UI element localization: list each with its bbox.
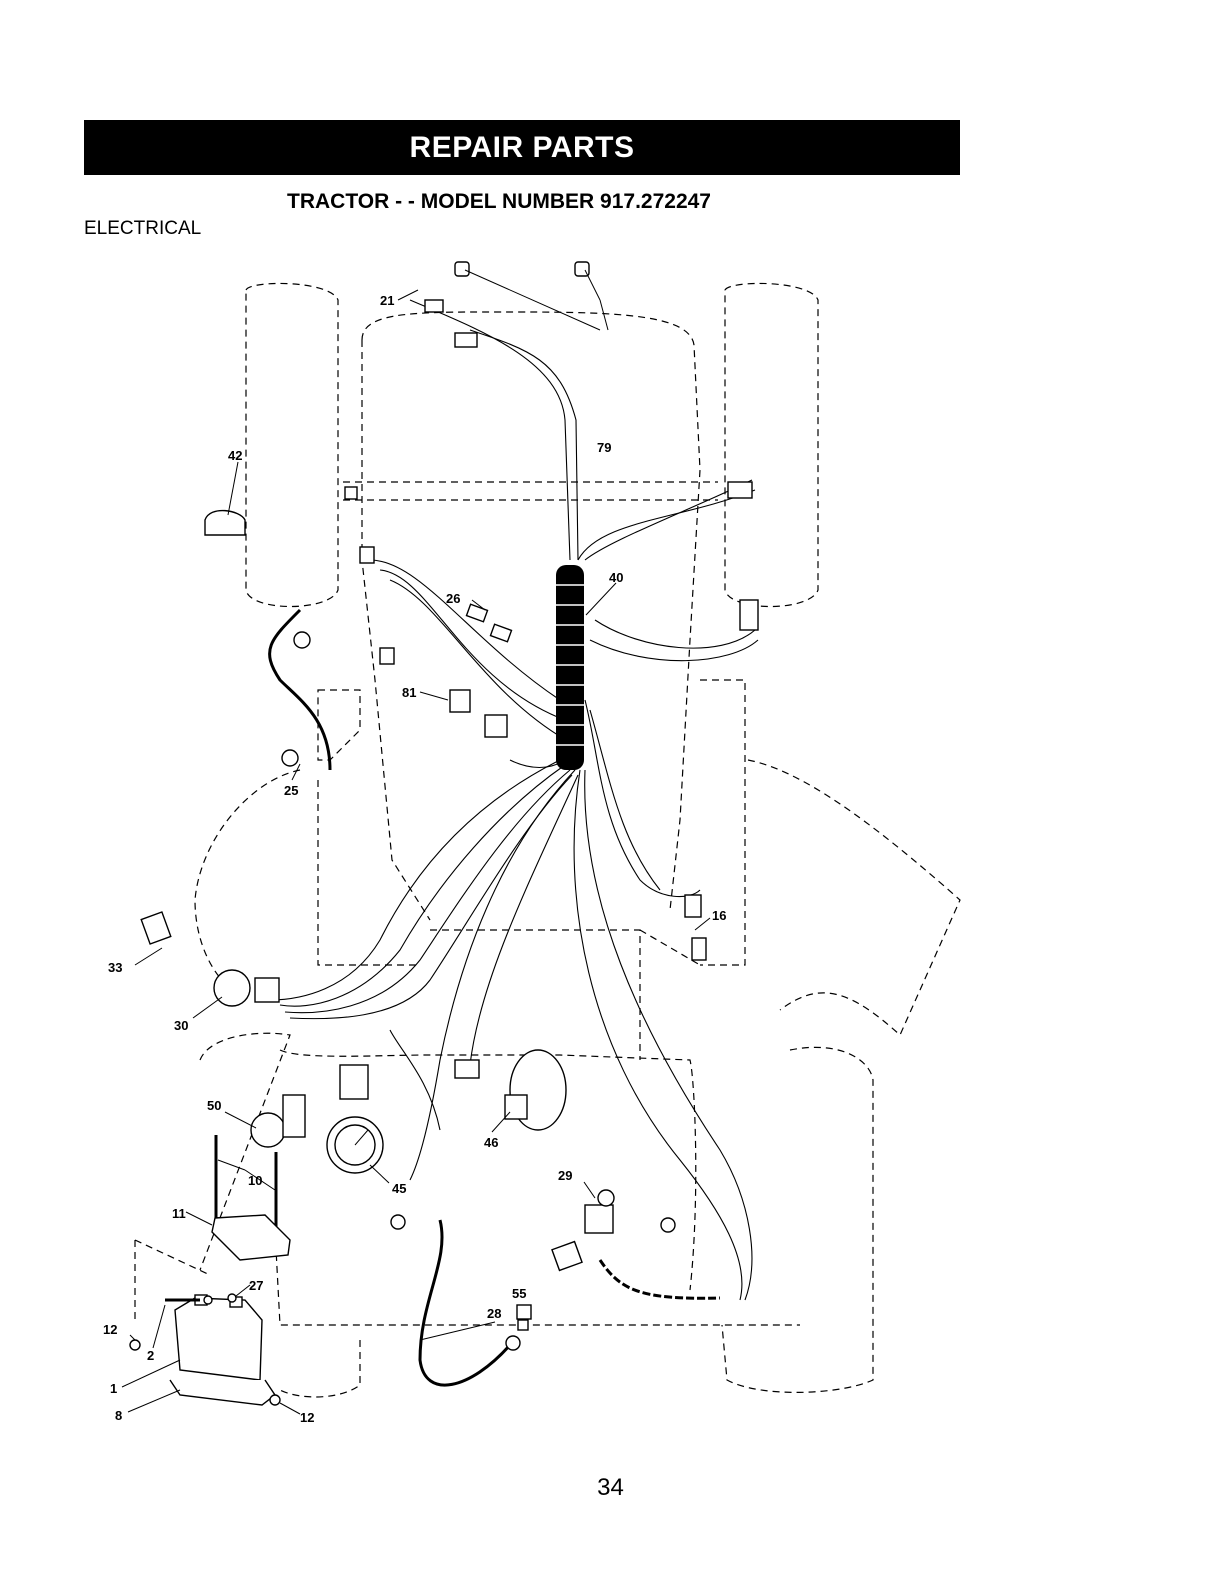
- callout-28: 28: [487, 1306, 501, 1321]
- callout-45: 45: [392, 1181, 406, 1196]
- harness-sleeve-40: [556, 565, 584, 770]
- seat-switch-33: [141, 912, 171, 944]
- callout-81: 81: [402, 685, 416, 700]
- ignition-switch-30: [214, 970, 279, 1006]
- battery-tray-8: [170, 1380, 275, 1405]
- switch-50: [251, 1095, 305, 1147]
- ammeter-45: [327, 1117, 383, 1173]
- leader-lines: [122, 270, 710, 1414]
- callout-12-left: 12: [103, 1322, 117, 1337]
- callout-50: 50: [207, 1098, 221, 1113]
- callout-42: 42: [228, 448, 242, 463]
- wiring-harness: [270, 300, 758, 1385]
- callout-29: 29: [558, 1168, 572, 1183]
- callout-40: 40: [609, 570, 623, 585]
- bolt-55: [517, 1305, 531, 1330]
- callout-21: 21: [380, 293, 394, 308]
- battery-1: [175, 1295, 262, 1380]
- callout-16: 16: [712, 908, 726, 923]
- callout-46: 46: [484, 1135, 498, 1150]
- callout-11: 11: [172, 1206, 186, 1221]
- switch-16: [685, 895, 706, 960]
- callout-10: 10: [248, 1173, 262, 1188]
- battery-cable-28: [391, 1215, 520, 1350]
- callout-1: 1: [110, 1381, 117, 1396]
- callout-30: 30: [174, 1018, 188, 1033]
- callout-55: 55: [512, 1286, 526, 1301]
- solenoid-29: [552, 1190, 675, 1270]
- ground-cable-25: [282, 632, 310, 766]
- connectors-26: [466, 604, 511, 641]
- callout-79: 79: [597, 440, 611, 455]
- callout-12-right: 12: [300, 1410, 314, 1425]
- callout-labels: 21 79 42 40 26 81 25 16 33 30 50 46 10 4…: [103, 293, 726, 1425]
- callout-2: 2: [147, 1348, 154, 1363]
- callout-27: 27: [249, 1278, 263, 1293]
- callout-26: 26: [446, 591, 460, 606]
- relay-81: [450, 690, 507, 737]
- headlight-bulbs-79: [425, 262, 589, 347]
- battery-hold-down: [212, 1135, 290, 1260]
- callout-25: 25: [284, 783, 298, 798]
- callout-33: 33: [108, 960, 122, 975]
- callout-8: 8: [115, 1408, 122, 1423]
- fuse-holder-42: [205, 511, 245, 535]
- hour-meter-46: [505, 1050, 566, 1130]
- page-number: 34: [0, 1474, 1221, 1502]
- connector-block: [340, 1060, 479, 1099]
